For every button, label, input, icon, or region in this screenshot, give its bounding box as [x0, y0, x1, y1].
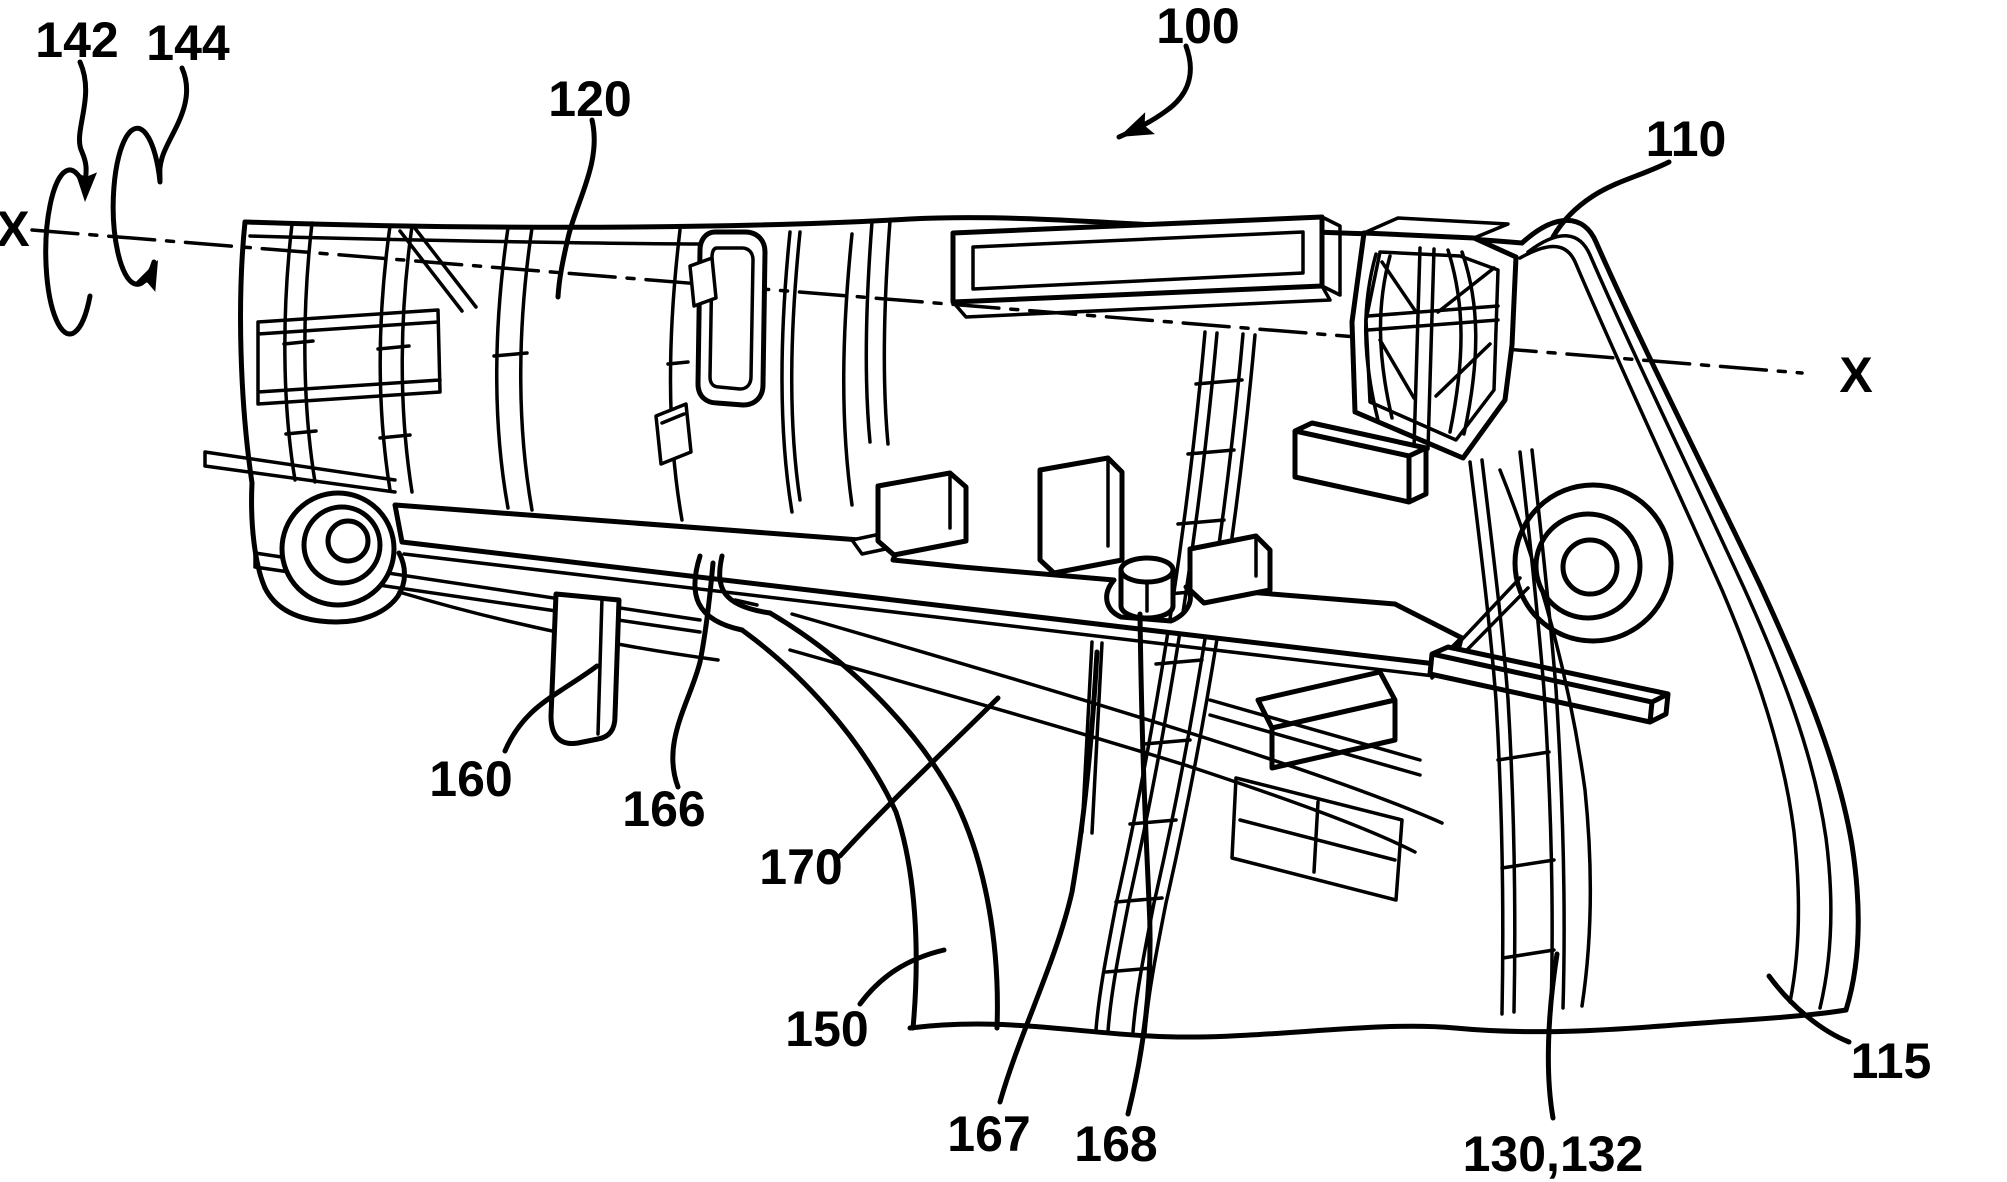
top-frame-slot [950, 214, 1342, 319]
ref-label-144: 144 [146, 15, 230, 71]
rotation-arrow-144 [110, 65, 190, 292]
ref-label-160: 160 [429, 751, 512, 807]
axis-label-x-left: X [0, 201, 30, 257]
ref-label-110: 110 [1646, 111, 1727, 167]
axis-label-x-right: X [1839, 347, 1872, 403]
ref-label-115: 115 [1851, 1033, 1932, 1089]
screw-boss-left [279, 490, 397, 608]
rotation-arrow-142 [43, 59, 98, 337]
grip-front [739, 610, 1444, 1031]
handle-channel [1208, 448, 1566, 1016]
ref-label-166: 166 [622, 781, 705, 837]
ref-label-150: 150 [785, 1001, 868, 1057]
rail-end-166 [692, 553, 773, 633]
ladder-rib [1094, 330, 1257, 1035]
plate-blocks [850, 420, 1429, 606]
ref-label-170: 170 [759, 839, 842, 895]
reference-labels: 142 144 X X 120 100 110 160 166 170 150 … [0, 0, 1931, 1182]
cylinder-boss [1118, 555, 1176, 621]
tab-160 [548, 591, 622, 747]
screw-boss-right [1427, 482, 1674, 725]
ref-label-168: 168 [1074, 1116, 1157, 1172]
bottom-break-line [907, 1007, 1849, 1040]
ref-label-130-132: 130,132 [1463, 1126, 1644, 1182]
ref-label-120: 120 [548, 71, 631, 127]
ref-label-100: 100 [1156, 0, 1239, 54]
cross-braced-block [1349, 216, 1519, 461]
ref-label-142: 142 [35, 12, 118, 68]
motor-compartment-ribs [256, 219, 892, 522]
leader-lines [502, 43, 1852, 1121]
ref-label-167: 167 [947, 1106, 1030, 1162]
